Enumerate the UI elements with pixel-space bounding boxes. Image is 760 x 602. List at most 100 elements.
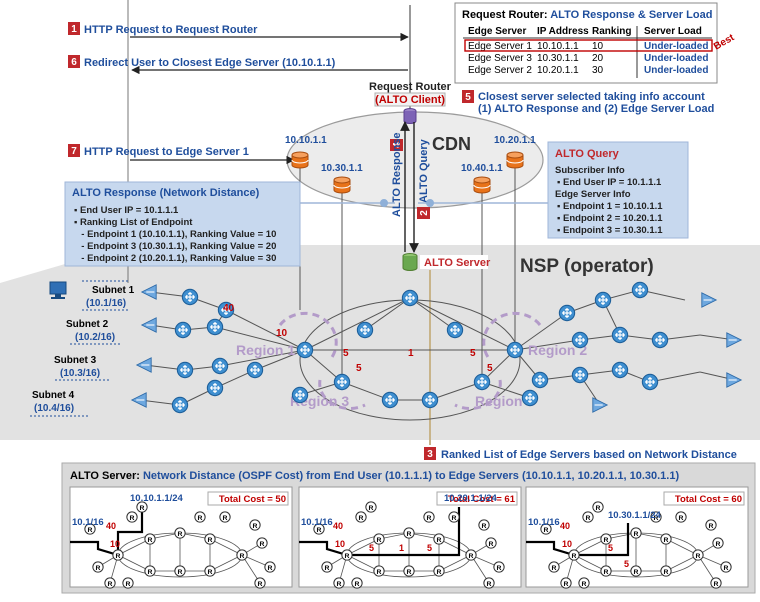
router-icon: [651, 331, 669, 349]
svg-text:1: 1: [408, 348, 414, 359]
cdn-server-2-ip: 10.20.1.1: [494, 135, 536, 146]
mini-router-icon: [675, 511, 687, 523]
svg-text:5: 5: [465, 92, 471, 103]
mini-router-icon: [548, 561, 560, 573]
svg-text:Ranked List of Edge Servers ba: Ranked List of Edge Servers based on Net…: [441, 449, 737, 461]
alto-query-box: [547, 141, 689, 239]
router-icon: [531, 371, 549, 389]
svg-text:10.30.1.1: 10.30.1.1: [537, 53, 579, 64]
mini-router-icon: [433, 533, 445, 545]
svg-text:Under-loaded: Under-loaded: [644, 41, 708, 52]
router-icon: [611, 361, 629, 379]
mini-router-icon: [568, 549, 580, 561]
svg-text:Subscriber Info: Subscriber Info: [555, 165, 625, 176]
path-cost: 40: [560, 521, 570, 531]
mini-router-icon: [249, 519, 261, 531]
path-cost: 1: [399, 543, 404, 553]
mini-router-icon: [194, 511, 206, 523]
source-subnet: 10.1/16: [528, 517, 560, 528]
path-cost: 10: [562, 539, 572, 549]
edge-server-4-icon: [473, 176, 491, 194]
svg-text:Subnet 4: Subnet 4: [32, 390, 75, 401]
svg-text:▪ End User IP = 10.1.1.1: ▪ End User IP = 10.1.1.1: [557, 177, 662, 188]
router-table-title: ALTO Response & Server Load: [550, 9, 712, 21]
mini-router-icon: [712, 537, 724, 549]
svg-text:Edge Server Info: Edge Server Info: [555, 189, 631, 200]
source-subnet: 10.1/16: [72, 517, 104, 528]
mini-router-icon: [660, 565, 672, 577]
svg-text:Subnet 1: Subnet 1: [92, 285, 135, 296]
svg-text:▪ Ranking List of Endpoint: ▪ Ranking List of Endpoint: [74, 217, 193, 228]
mini-router-icon: [710, 577, 722, 589]
step-7-badge: [68, 144, 80, 157]
mini-router-icon: [600, 565, 612, 577]
alto-response-box: [64, 181, 301, 267]
mini-router-icon: [204, 565, 216, 577]
mini-router-icon: [660, 533, 672, 545]
shortest-path: [299, 507, 461, 557]
router-icon: [571, 331, 589, 349]
router-icon: [521, 389, 539, 407]
step-3-badge: [424, 447, 436, 460]
svg-text:7: 7: [71, 146, 77, 157]
svg-text:Edge Server 2: Edge Server 2: [468, 65, 532, 76]
alto-response-title: ALTO Response (Network Distance): [72, 187, 260, 199]
request-router-subtitle: (ALTO Client): [375, 94, 445, 106]
mini-router-icon: [403, 527, 415, 539]
router-icon: [291, 386, 309, 404]
cdn-server-3-ip: 10.30.1.1: [321, 163, 363, 174]
source-subnet: 10.1/16: [301, 517, 333, 528]
subnet-labels: Subnet 1 (10.1/16) Subnet 2 (10.2/16) Su…: [30, 280, 135, 417]
svg-text:Closest server selected taking: Closest server selected taking info acco…: [478, 91, 705, 103]
step-2-badge: [417, 207, 430, 219]
edge-server-3-icon: [333, 176, 351, 194]
svg-text:Subnet 2: Subnet 2: [66, 319, 109, 330]
cdn-server-1-ip: 10.10.1.1: [285, 135, 327, 146]
svg-text:1: 1: [71, 24, 77, 35]
svg-text:10: 10: [592, 41, 604, 52]
alto-server-icon: [402, 253, 418, 271]
alto-query-lines: Subscriber Info ▪ End User IP = 10.1.1.1…: [555, 165, 663, 236]
alto-server-label: ALTO Server: [424, 257, 491, 269]
router-table: [454, 2, 718, 84]
request-router-title: Request Router: [369, 81, 452, 93]
mini-router-icon: [104, 577, 116, 589]
mini-router-icon: [204, 533, 216, 545]
step-7: 7 HTTP Request to Edge Server 1: [68, 144, 249, 158]
path-cost: 40: [106, 521, 116, 531]
svg-text:10.20.1.1: 10.20.1.1: [537, 65, 579, 76]
total-cost: Total Cost = 50: [219, 494, 286, 505]
svg-text:(10.1/16): (10.1/16): [86, 298, 126, 309]
mini-router-icon: [92, 561, 104, 573]
step-5-badge: [462, 90, 474, 103]
alto-distance-title: Network Distance (OSPF Cost) from End Us…: [143, 470, 680, 482]
mini-router-icon: [174, 527, 186, 539]
mini-router-icon: [219, 511, 231, 523]
region-4-label: Region 4: [475, 393, 534, 409]
mini-router-icon: [365, 501, 377, 513]
mini-router-icon: [236, 549, 248, 561]
svg-text:IP Address: IP Address: [537, 26, 589, 37]
svg-text:ALTO Server: Network Distance: ALTO Server: Network Distance (OSPF Cost…: [70, 470, 679, 482]
alto-query-title: ALTO Query: [555, 148, 620, 160]
svg-text:10: 10: [276, 328, 288, 339]
svg-text:Under-loaded: Under-loaded: [644, 53, 708, 64]
mini-router-icon: [144, 565, 156, 577]
router-icon: [206, 379, 224, 397]
router-icon: [558, 304, 576, 322]
region-boundaries: [278, 311, 542, 410]
mini-router-icon: [478, 519, 490, 531]
mini-router-icon: [333, 577, 345, 589]
path-cost: 5: [427, 543, 432, 553]
svg-text:(10.2/16): (10.2/16): [75, 332, 115, 343]
router-icon: [356, 321, 374, 339]
path-cost: 5: [624, 559, 629, 569]
router-icon: [296, 341, 314, 359]
mini-router-icon: [351, 577, 363, 589]
router-icon: [594, 291, 612, 309]
